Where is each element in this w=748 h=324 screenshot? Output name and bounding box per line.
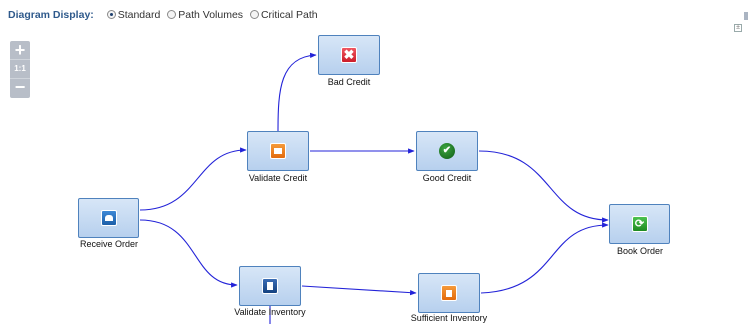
diagram-display-toolbar: Diagram Display: Standard Path Volumes C… [8, 9, 318, 21]
zoom-reset-button[interactable]: 1:1 [10, 60, 30, 79]
node-sufficient-inventory[interactable] [418, 273, 480, 313]
green-refresh-icon: ⟳ [631, 216, 648, 232]
node-book-order[interactable]: ⟳ [609, 204, 670, 244]
alarm-bell-icon [100, 210, 117, 226]
node-good-credit-label: Good Credit [422, 173, 472, 183]
node-receive-order-label: Receive Order [79, 239, 139, 249]
node-validate-inventory[interactable] [239, 266, 301, 306]
red-x-icon: ✖ [341, 47, 357, 63]
edge-sufficient-to-book-order [480, 222, 609, 294]
zoom-in-button[interactable]: + [10, 41, 30, 60]
node-good-credit[interactable]: ✔ [416, 131, 478, 171]
diagram-display-label: Diagram Display: [8, 9, 94, 21]
radio-path-volumes[interactable] [167, 10, 177, 19]
edge-validate-credit-to-bad-credit [277, 52, 317, 132]
edge-receive-to-validate-inventory [139, 219, 238, 288]
radio-path-volumes-label[interactable]: Path Volumes [178, 9, 244, 21]
edge-good-credit-to-book-order [478, 150, 609, 223]
edge-receive-to-validate-credit [139, 147, 247, 211]
node-bad-credit[interactable]: ✖ [318, 35, 380, 75]
edge-validate-inventory-to-sufficient [301, 285, 417, 296]
document-orange-icon [270, 143, 286, 159]
zoom-control: + 1:1 − [10, 41, 30, 98]
node-validate-credit[interactable] [247, 131, 309, 171]
radio-standard-label[interactable]: Standard [117, 9, 161, 21]
radio-critical-path-label[interactable]: Critical Path [260, 9, 318, 21]
node-bad-credit-label: Bad Credit [327, 77, 371, 87]
radio-standard[interactable] [106, 10, 116, 19]
expand-toggle-icon[interactable]: ± [734, 24, 742, 32]
form-orange-icon [441, 285, 457, 301]
node-book-order-label: Book Order [616, 246, 664, 256]
node-validate-inventory-label: Validate Inventory [234, 307, 306, 317]
node-validate-credit-label: Validate Credit [248, 173, 308, 183]
node-receive-order[interactable] [78, 198, 139, 238]
book-icon [262, 278, 278, 294]
radio-critical-path[interactable] [249, 10, 259, 19]
green-check-icon: ✔ [439, 143, 455, 159]
zoom-out-button[interactable]: − [10, 78, 30, 98]
node-sufficient-inventory-label: Sufficient Inventory [410, 313, 488, 323]
panel-edge-control[interactable] [744, 12, 748, 20]
